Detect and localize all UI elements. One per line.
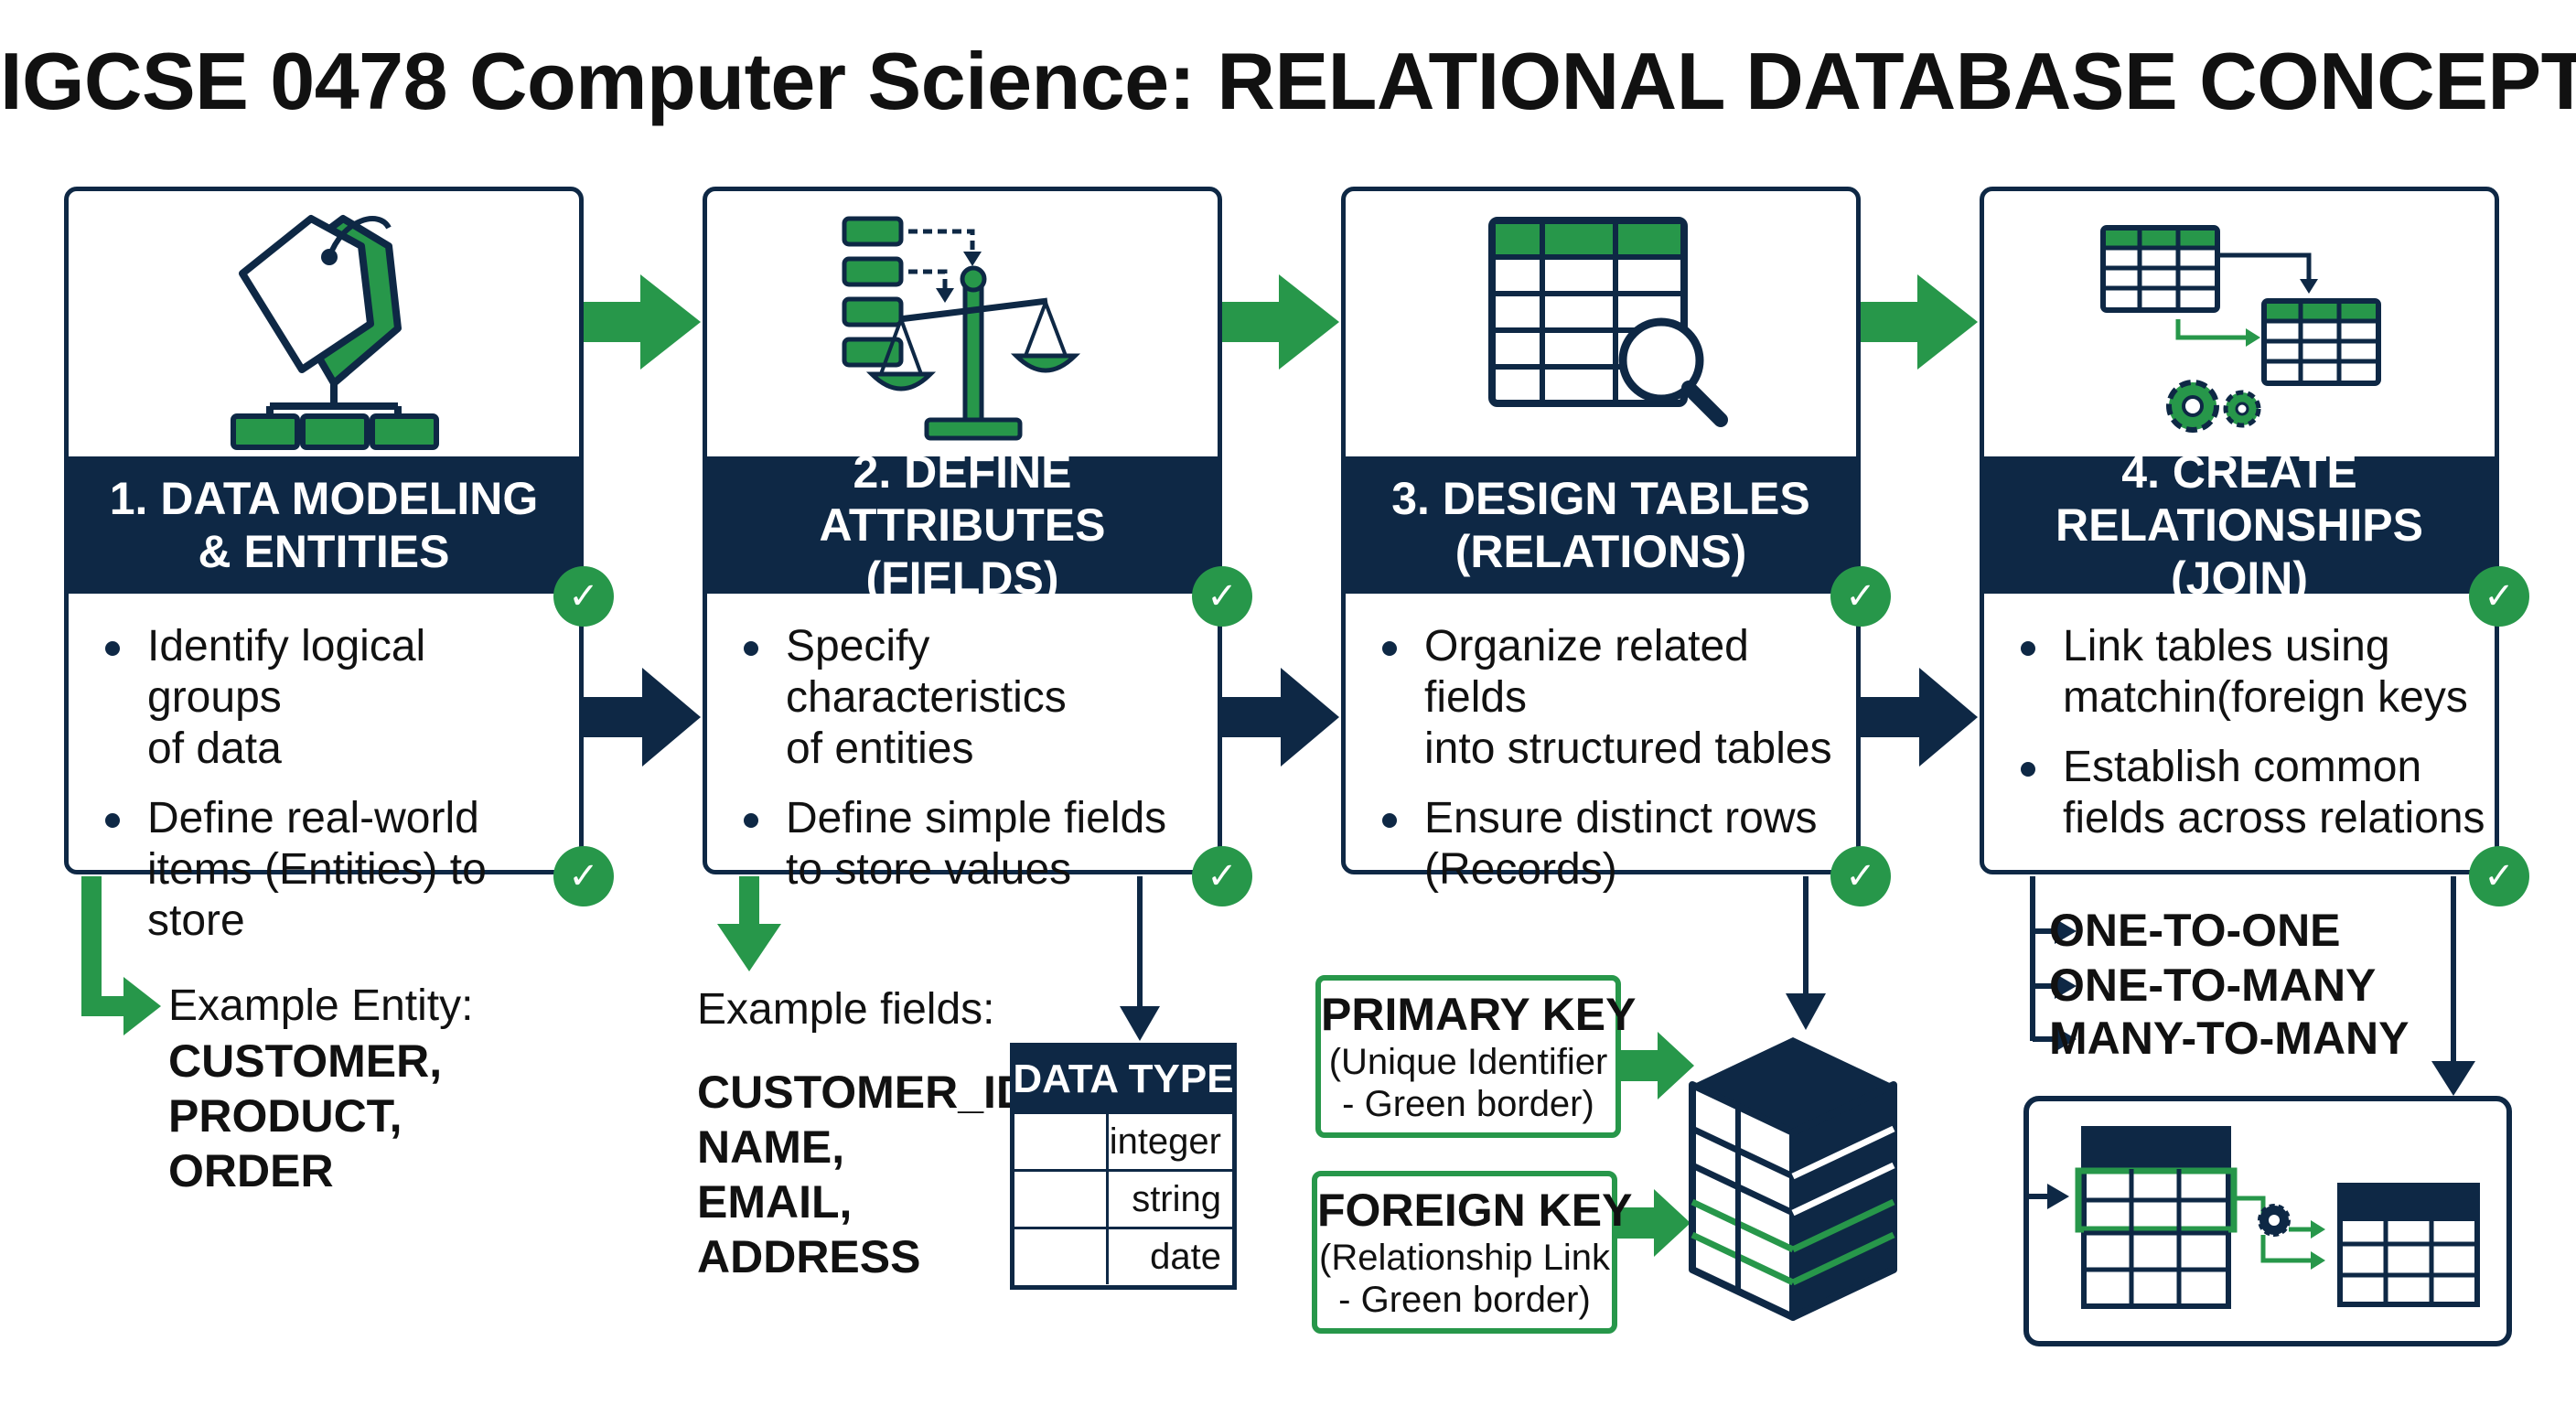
data-type-value: date xyxy=(1150,1237,1221,1277)
arrow-entity-example-head xyxy=(123,977,161,1035)
check-icon: ✓ xyxy=(553,846,614,906)
arrow-database-head xyxy=(1786,993,1826,1030)
example-field-value: EMAIL, xyxy=(697,1176,853,1228)
table-magnifier-icon xyxy=(1488,217,1728,427)
join-diagram-icon xyxy=(2023,1096,2512,1346)
relationship-one-to-many: ONE-TO-MANY xyxy=(2049,960,2377,1011)
arrow-entity-example xyxy=(81,876,128,1016)
example-field-value: ADDRESS xyxy=(697,1231,921,1282)
navy-arrow-3-4 xyxy=(1860,668,1978,767)
tag-hierarchy-icon xyxy=(231,215,439,450)
example-fields-label: Example fields: xyxy=(697,985,995,1034)
check-icon: ✓ xyxy=(1830,566,1891,627)
table-row: string xyxy=(1014,1169,1232,1227)
foreign-key-box: FOREIGN KEY (Relationship Link - Green b… xyxy=(1312,1171,1633,1334)
step-card-create-relationships: 4. CREATE RELATIONSHIPS (JOIN) Link tabl… xyxy=(1980,187,2529,906)
example-entity-label: Example Entity: xyxy=(168,981,474,1030)
bullet-item: Link tables using matchin(foreign keys xyxy=(2012,621,2487,724)
step-card-data-modeling: 1. DATA MODELING & ENTITIES Identify log… xyxy=(64,187,614,945)
check-icon: ✓ xyxy=(2469,846,2529,906)
example-entity-value: CUSTOMER, xyxy=(168,1035,443,1087)
step-heading: 2. DEFINE ATTRIBUTES (FIELDS) xyxy=(707,446,1218,604)
fields-balance-scale-icon xyxy=(842,216,1081,441)
arrow-fk-head xyxy=(1654,1189,1690,1257)
example-field-value: CUSTOMER_ID, xyxy=(697,1067,1042,1118)
example-entity-value: PRODUCT, xyxy=(168,1090,402,1142)
relationship-one-to-one: ONE-TO-ONE xyxy=(2049,905,2341,956)
step-card-define-attributes: 2. DEFINE ATTRIBUTES (FIELDS) Specify ch… xyxy=(703,187,1252,906)
bullet-item: Ensure distinct rows (Records) xyxy=(1373,793,1849,896)
database-cube-icon xyxy=(1689,1037,1897,1321)
bullet-item: Identify logical groups of data xyxy=(96,621,572,775)
example-entity-values: CUSTOMER, PRODUCT, ORDER xyxy=(168,1034,442,1198)
data-type-table: DATA TYPE integer string date xyxy=(1010,1043,1237,1290)
page-title: IGCSE 0478 Computer Science: RELATIONAL … xyxy=(0,36,2576,126)
arrow-fields-head xyxy=(717,924,781,971)
example-field-value: NAME, xyxy=(697,1121,845,1173)
foreign-key-title: FOREIGN KEY xyxy=(1317,1185,1633,1236)
navy-arrow-1-2 xyxy=(583,668,701,767)
data-type-header: DATA TYPE xyxy=(1013,1047,1234,1111)
example-entity-value: ORDER xyxy=(168,1145,334,1196)
bullet-item: Define real-world items (Entities) to st… xyxy=(96,793,572,947)
bullet-item: Specify characteristics of entities xyxy=(735,621,1210,775)
check-icon: ✓ xyxy=(2469,566,2529,627)
step-bullets: Specify characteristics of entities Defi… xyxy=(735,621,1210,914)
foreign-key-desc: - Green border) xyxy=(1338,1280,1591,1320)
primary-key-title: PRIMARY KEY xyxy=(1321,989,1637,1040)
arrow-pk-shaft xyxy=(1621,1050,1661,1081)
example-fields-values: CUSTOMER_ID, NAME, EMAIL, ADDRESS xyxy=(697,1065,1042,1284)
bullet-item: Organize related fields into structured … xyxy=(1373,621,1849,775)
green-arrow-1-2 xyxy=(583,274,701,370)
foreign-key-desc: (Relationship Link xyxy=(1319,1238,1610,1278)
arrow-fk-shaft xyxy=(1614,1207,1658,1239)
primary-key-box: PRIMARY KEY (Unique Identifier - Green b… xyxy=(1315,975,1637,1138)
arrow-datatype-head xyxy=(1120,1006,1160,1041)
step-card-design-tables: 3. DESIGN TABLES (RELATIONS) Organize re… xyxy=(1341,187,1891,906)
arrow-pk-head xyxy=(1658,1032,1694,1099)
data-type-value: integer xyxy=(1109,1121,1221,1162)
navy-arrow-2-3 xyxy=(1221,668,1339,767)
step-bullets: Organize related fields into structured … xyxy=(1373,621,1849,914)
step-bullets: Link tables using matchin(foreign keys E… xyxy=(2012,621,2487,863)
data-type-value: string xyxy=(1132,1179,1221,1219)
green-arrow-2-3 xyxy=(1221,274,1339,370)
check-icon: ✓ xyxy=(1830,846,1891,906)
arrow-fields-shaft xyxy=(739,876,759,928)
relationship-many-to-many: MANY-TO-MANY xyxy=(2049,1013,2410,1064)
check-icon: ✓ xyxy=(553,566,614,627)
primary-key-desc: - Green border) xyxy=(1342,1084,1594,1124)
table-row: integer xyxy=(1014,1111,1232,1169)
linked-tables-gears-icon xyxy=(2100,225,2381,433)
step-heading: 1. DATA MODELING & ENTITIES xyxy=(69,456,579,594)
bullet-item: Establish common fields across relations xyxy=(2012,742,2487,844)
step-heading: 3. DESIGN TABLES (RELATIONS) xyxy=(1346,456,1856,594)
step-heading: 4. CREATE RELATIONSHIPS (JOIN) xyxy=(1984,446,2495,604)
primary-key-desc: (Unique Identifier xyxy=(1328,1042,1608,1082)
check-icon: ✓ xyxy=(1192,846,1252,906)
arrow-join-head xyxy=(2431,1061,2475,1096)
table-row: date xyxy=(1014,1227,1232,1284)
step-bullets: Identify logical groups of data Define r… xyxy=(96,621,572,965)
rel-arrows xyxy=(2033,918,2077,1052)
green-arrow-3-4 xyxy=(1860,274,1978,370)
check-icon: ✓ xyxy=(1192,566,1252,627)
bullet-item: Define simple fields to store values xyxy=(735,793,1210,896)
